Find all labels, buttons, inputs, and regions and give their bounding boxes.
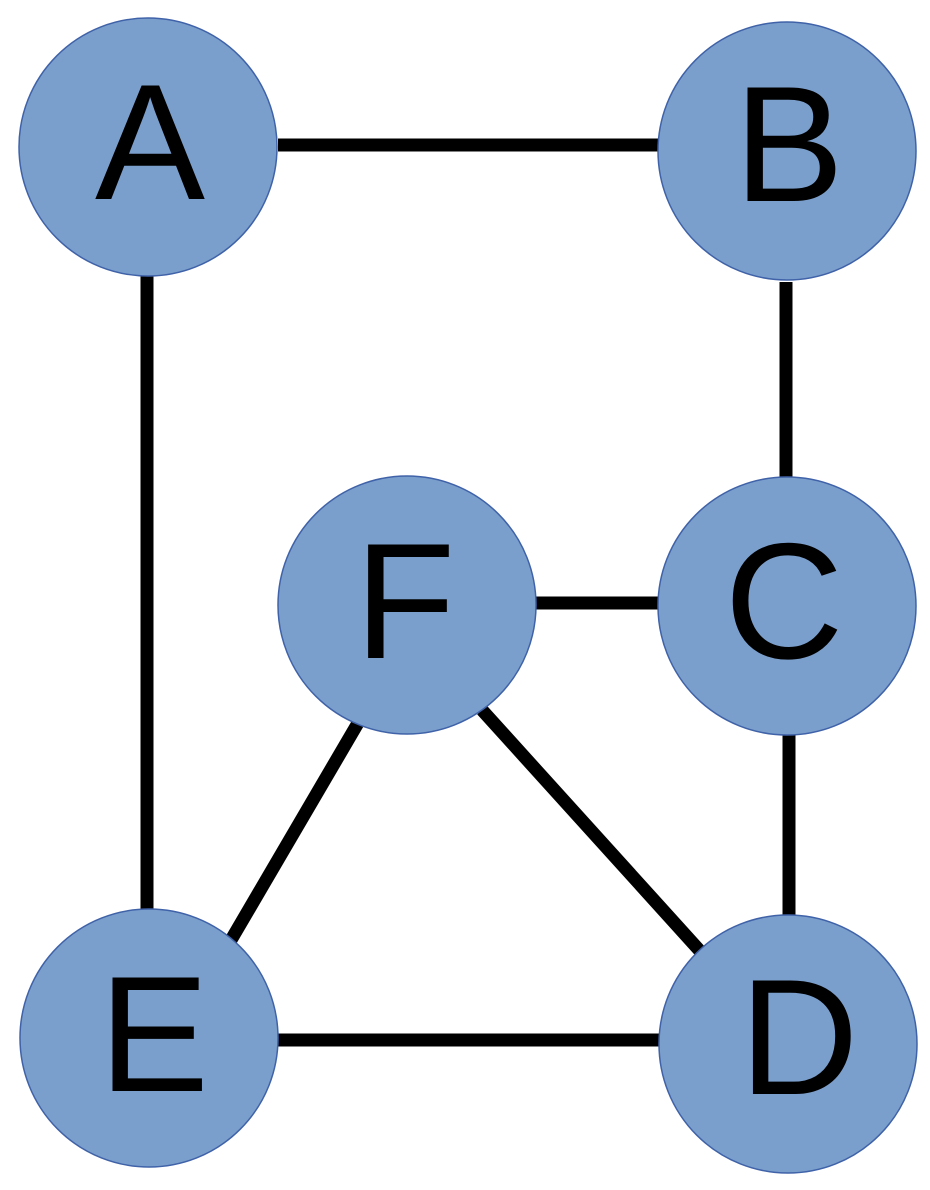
- edge-f-e: [225, 719, 364, 944]
- node-f-circle: [277, 475, 537, 735]
- node-b: B: [657, 21, 917, 281]
- node-d-label: D: [739, 945, 858, 1129]
- node-f: F: [277, 475, 537, 735]
- node-e-circle: [19, 908, 279, 1168]
- nodes-layer: A B C D E F: [18, 17, 918, 1174]
- node-d-circle: [658, 914, 918, 1174]
- node-c: C: [657, 476, 917, 736]
- node-e-label: E: [99, 942, 209, 1126]
- node-a-label: A: [95, 50, 205, 234]
- node-d: D: [658, 914, 918, 1174]
- node-e: E: [19, 908, 279, 1168]
- node-b-circle: [657, 21, 917, 281]
- node-a: A: [18, 17, 278, 277]
- node-c-circle: [657, 476, 917, 736]
- node-a-circle: [18, 17, 278, 277]
- node-f-label: F: [355, 509, 456, 693]
- edge-f-d: [477, 705, 705, 956]
- node-b-label: B: [734, 52, 844, 236]
- edges-layer: [140, 138, 796, 1047]
- node-c-label: C: [724, 509, 843, 693]
